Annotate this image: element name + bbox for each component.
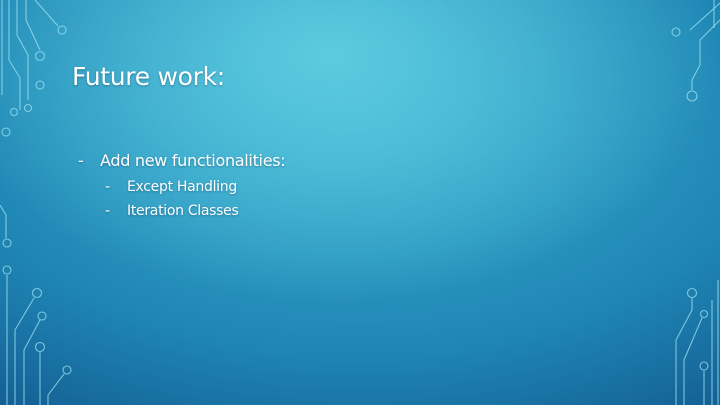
circuit-trace [23, 319, 41, 405]
circuit-trace [675, 298, 693, 405]
circuit-trace [14, 297, 35, 405]
circuit-node [699, 361, 709, 371]
sub-bullet-text: Iteration Classes [127, 203, 239, 219]
circuit-node [1, 127, 11, 137]
circuit-trace [689, 2, 720, 31]
sub-bullet-marker: - [105, 203, 110, 219]
sub-bullet-item: - Iteration Classes [105, 199, 285, 223]
circuit-node [37, 311, 47, 321]
circuit-node [699, 309, 709, 319]
sub-bullet-text: Except Handling [127, 179, 237, 195]
circuit-node [2, 238, 12, 248]
circuit-trace [25, 0, 41, 51]
circuit-node [686, 287, 698, 299]
bullet-text: Add new functionalities: [100, 151, 286, 170]
circuit-trace [683, 317, 703, 405]
bullet-item: - Add new functionalities: - Except Hand… [78, 150, 286, 223]
circuit-node [23, 103, 33, 113]
circuit-node [35, 80, 45, 90]
circuit-trace [0, 204, 7, 238]
circuit-node [9, 107, 19, 117]
circuit-node [57, 25, 67, 35]
circuit-trace [34, 0, 59, 27]
circuit-node [62, 365, 72, 375]
circuit-node [34, 50, 46, 62]
circuit-node [671, 27, 681, 37]
circuit-trace [8, 0, 21, 110]
bullet-marker: - [78, 151, 84, 170]
bullet-list: - Add new functionalities: - Except Hand… [78, 150, 286, 223]
sub-bullet-list: - Except Handling - Iteration Classes [105, 175, 285, 223]
sub-bullet-marker: - [105, 179, 110, 195]
sub-bullet-item: - Except Handling [105, 175, 285, 199]
circuit-trace [47, 373, 65, 405]
slide-title: Future work: [72, 62, 225, 91]
circuit-node [31, 287, 43, 299]
circuit-trace [691, 19, 720, 90]
circuit-node [686, 90, 698, 102]
circuit-node [2, 265, 12, 275]
circuit-node [34, 341, 46, 353]
circuit-trace [16, 0, 29, 100]
